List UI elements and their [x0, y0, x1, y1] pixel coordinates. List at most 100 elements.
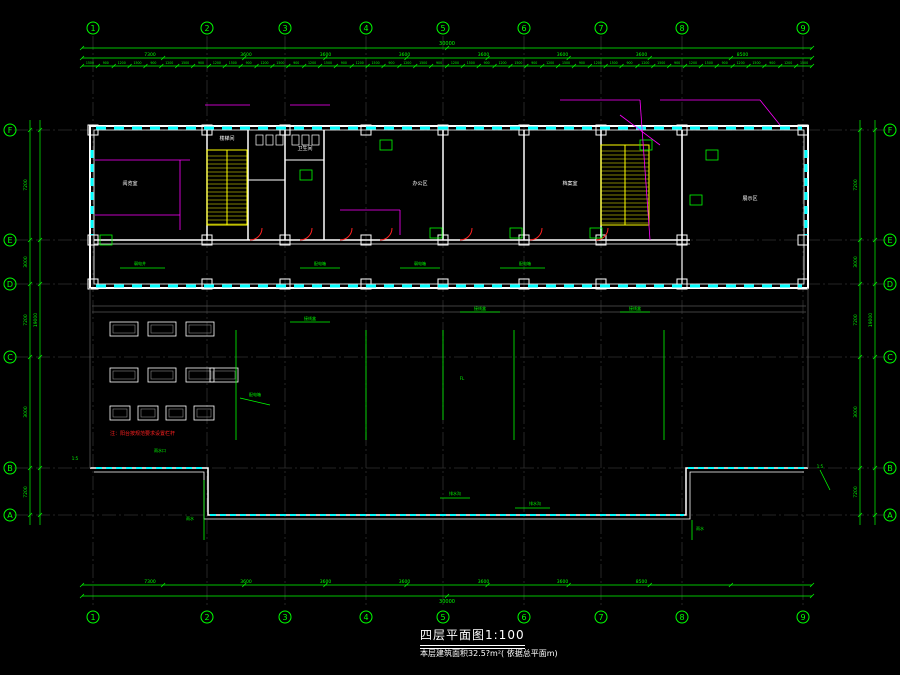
axis-label-4: 4 — [363, 24, 368, 33]
dim-tick — [857, 512, 863, 518]
leader-line — [819, 469, 831, 491]
axis-label-6: 6 — [521, 613, 526, 622]
dim-tick — [666, 63, 672, 69]
dim-tick — [809, 45, 815, 51]
exterior-wall-inner — [93, 129, 805, 285]
dim-label-detail: 1200 — [737, 61, 745, 65]
dim-tick — [37, 354, 43, 360]
axis-bubble-B — [883, 461, 897, 475]
door-swing — [339, 227, 353, 241]
column — [676, 124, 688, 136]
equipment-block — [185, 321, 215, 337]
dim-tick — [762, 63, 767, 69]
dim-tick — [27, 512, 33, 518]
dim-label-detail: 1500 — [419, 61, 427, 65]
axis-bubble-E — [883, 233, 897, 247]
axis-bubble-5 — [436, 610, 450, 624]
column — [201, 124, 213, 136]
annotation-text: 排水沟 — [529, 500, 541, 506]
dim-label-detail: 1200 — [356, 61, 364, 65]
column — [360, 278, 372, 290]
door-marker — [689, 194, 703, 206]
equipment-block-inner — [140, 408, 156, 418]
dim-label-detail: 900 — [198, 61, 204, 65]
dim-label-side: 7200 — [853, 486, 859, 498]
equipment-block — [147, 321, 177, 337]
dim-label-detail: 1200 — [784, 61, 792, 65]
equipment-block-inner — [112, 370, 136, 380]
dim-tick — [27, 354, 33, 360]
dim-label-top: 3600 — [320, 52, 332, 58]
dim-tick — [508, 63, 513, 69]
dim-label-detail: 1500 — [467, 61, 475, 65]
dim-label-detail: 1200 — [403, 61, 411, 65]
dim-label-detail: 1500 — [657, 61, 665, 65]
axis-label-7: 7 — [598, 613, 603, 622]
column — [518, 234, 530, 246]
column — [360, 234, 372, 246]
dim-label-detail: 900 — [436, 61, 442, 65]
axis-bubble-8 — [675, 610, 689, 624]
dim-tick — [857, 127, 863, 133]
dim-tick — [317, 63, 323, 69]
dim-tick — [651, 63, 656, 69]
dim-tick — [444, 593, 450, 599]
axis-bubble-A — [3, 508, 17, 522]
axis-label-B: B — [887, 464, 893, 473]
dim-label-detail: 1500 — [229, 61, 237, 65]
axis-label-5: 5 — [440, 613, 445, 622]
dim-label-top: 8500 — [737, 52, 749, 58]
dim-label-bottom: 7300 — [144, 579, 156, 585]
dim-tick — [872, 465, 878, 471]
axis-label-C: C — [7, 353, 13, 362]
dim-label-detail: 1500 — [372, 61, 380, 65]
dim-tick — [174, 63, 180, 69]
column — [87, 124, 99, 136]
axis-bubble-D — [3, 277, 17, 291]
dim-label-detail: 900 — [579, 61, 585, 65]
annotation-text: 弱电箱 — [414, 260, 426, 266]
terrace-outline-inner — [94, 471, 804, 520]
dim-tick — [160, 55, 166, 61]
drawing-subtitle: 本层建筑面积32.5?m²( 依据总平面m) — [420, 649, 558, 658]
dim-tick — [79, 63, 85, 69]
dim-label-detail: 1500 — [752, 61, 760, 65]
leader-line — [239, 397, 271, 406]
dim-tick — [793, 63, 799, 69]
toilet-fixture — [275, 134, 284, 146]
dim-tick — [79, 593, 85, 599]
axis-label-F: F — [888, 126, 893, 135]
dim-label-top: 3600 — [557, 52, 569, 58]
door-swing — [595, 227, 609, 241]
dim-label-side: 3000 — [853, 256, 859, 268]
axis-bubble-1 — [86, 21, 100, 35]
dim-tick — [809, 63, 815, 69]
dim-label-side: 7200 — [853, 314, 859, 326]
dim-tick — [872, 354, 878, 360]
dim-tick — [476, 63, 481, 69]
door-swing — [249, 227, 263, 241]
dim-label-detail: 1500 — [705, 61, 713, 65]
dim-tick — [587, 63, 593, 69]
annotation-text: 弱电井 — [134, 260, 146, 266]
dim-tick — [857, 237, 863, 243]
dim-tick — [444, 45, 450, 51]
cable-tag-line — [619, 114, 661, 146]
dim-tick — [566, 55, 571, 61]
dim-label-detail: 1500 — [562, 61, 570, 65]
equipment-block — [185, 367, 215, 383]
equipment-block — [209, 367, 239, 383]
window-openings — [90, 126, 808, 516]
axis-bubble-7 — [594, 610, 608, 624]
dim-label-detail: 900 — [484, 61, 490, 65]
axis-bubble-3 — [278, 610, 292, 624]
axis-bubble-5 — [436, 21, 450, 35]
axis-bubble-7 — [594, 21, 608, 35]
column — [279, 278, 291, 290]
axis-bubble-6 — [517, 21, 531, 35]
equipment-block-inner — [150, 324, 174, 334]
dim-tick — [809, 582, 815, 588]
dim-tick — [872, 237, 878, 243]
room-label: 档案室 — [562, 180, 577, 187]
